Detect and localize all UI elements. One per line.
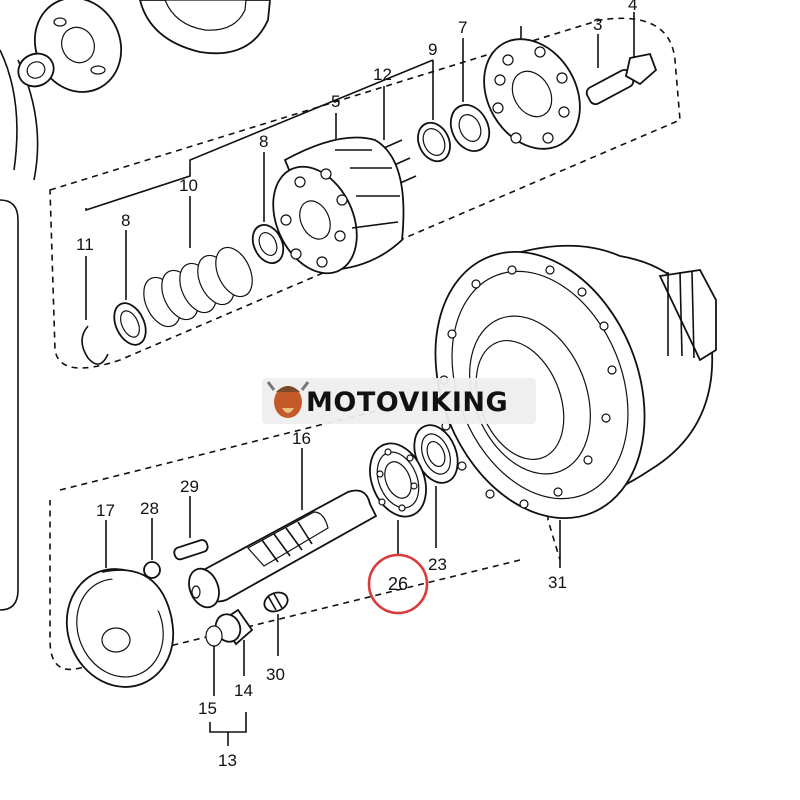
- label-26: 26: [388, 574, 408, 594]
- upper-housing: [139, 0, 271, 55]
- coil-spring: [143, 246, 253, 328]
- label-10: 10: [179, 176, 198, 195]
- spherical-bushing: [449, 104, 491, 152]
- label-13: 13: [218, 751, 237, 770]
- pin-29: [173, 539, 209, 561]
- brand-text: MOTOVIKING: [306, 387, 508, 418]
- motor-housing: [434, 244, 717, 520]
- label-8-upper: 8: [259, 132, 268, 151]
- label-28: 28: [140, 499, 159, 518]
- end-cover: [65, 568, 175, 688]
- spacer-ring: [417, 121, 451, 163]
- highlight-circle-26: [367, 553, 429, 615]
- label-3: 3: [593, 15, 602, 34]
- label-23: 23: [428, 555, 447, 574]
- washer-upper: [251, 224, 285, 264]
- label-16: 16: [292, 429, 311, 448]
- cap-screw: [585, 52, 658, 105]
- label-11: 11: [76, 235, 94, 254]
- drive-shaft: [188, 489, 378, 609]
- label-15: 15: [198, 699, 217, 718]
- label-14: 14: [234, 681, 253, 700]
- label-7: 7: [458, 18, 467, 37]
- label-17: 17: [96, 501, 115, 520]
- snap-ring: [81, 325, 109, 365]
- bearing-23: [413, 424, 459, 484]
- label-5: 5: [331, 92, 340, 111]
- o-ring-arc-outer: [0, 49, 18, 171]
- ball-28: [143, 561, 161, 579]
- left-frame-edge: [0, 199, 19, 611]
- label-8-lower: 8: [121, 211, 130, 230]
- label-29: 29: [180, 477, 199, 496]
- retainer-plate: [483, 38, 581, 150]
- washer-lower: [113, 302, 147, 346]
- label-9: 9: [428, 40, 437, 59]
- viking-mascot-icon: [266, 381, 310, 418]
- label-30: 30: [266, 665, 285, 684]
- watermark: MOTOVIKING: [262, 378, 536, 424]
- upper-assembly-boundary: [49, 17, 681, 369]
- sleeve-14: [205, 608, 254, 647]
- label-12: 12: [373, 65, 392, 84]
- label-31: 31: [548, 573, 567, 592]
- plug-screw-30: [263, 591, 289, 613]
- bearing-26: [369, 442, 427, 518]
- oil-seal: [17, 52, 55, 88]
- valve-plate: [33, 0, 123, 93]
- cylinder-block: [272, 136, 405, 275]
- label-4: 4: [628, 0, 637, 14]
